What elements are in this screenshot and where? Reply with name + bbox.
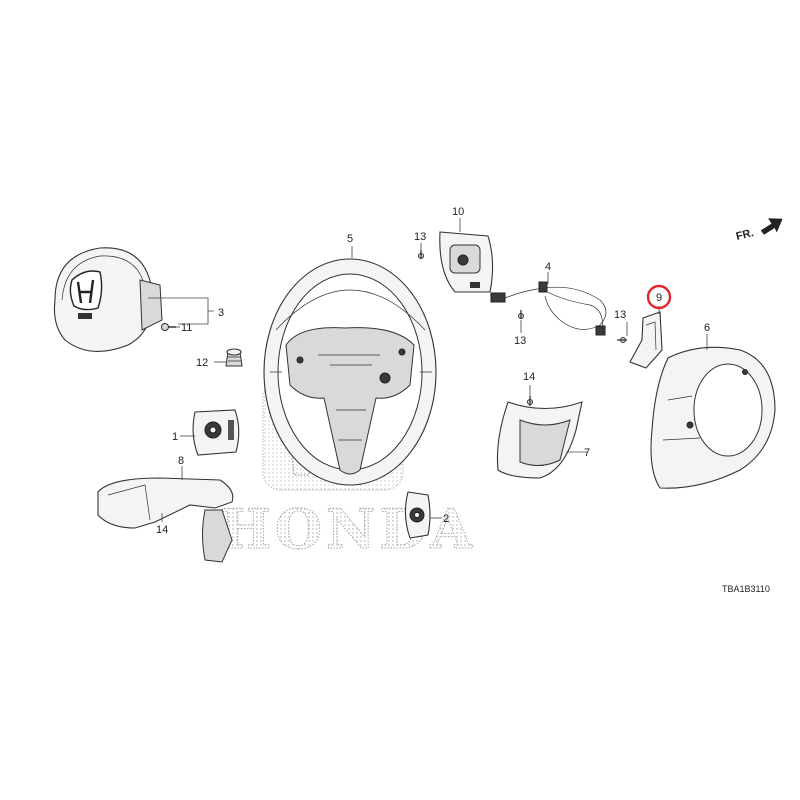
highlight-ring [646,284,672,310]
bolt-part-11[interactable] [161,323,177,331]
callout-13-mid: 13 [514,335,526,347]
callout-2: 2 [443,513,449,525]
screw-part-13-upper[interactable] [418,250,424,259]
svg-text:9: 9 [656,292,662,304]
callout-7: 7 [584,447,590,459]
callout-10: 10 [452,206,464,218]
drawing-code: TBA1B3110 [722,584,770,594]
steering-wheel-part-5[interactable] [263,258,437,486]
arrow-right-icon [760,218,783,235]
callout-13-upper: 13 [414,231,426,243]
callout-11: 11 [181,322,192,334]
honda-emblem-icon [69,270,103,311]
screw-part-13-mid[interactable] [518,310,524,319]
callout-4: 4 [545,261,551,273]
callout-14-upper: 14 [523,371,535,383]
screw-part-14-upper[interactable] [527,396,533,406]
callout-labels: 3 11 12 5 10 13 4 13 13 9 6 14 7 1 8 14 … [156,206,710,536]
callout-3: 3 [218,307,224,319]
front-direction-indicator: FR. [735,218,783,243]
right-switch-part-2[interactable] [404,491,431,539]
wire-harness-part-4[interactable] [490,281,607,336]
left-switch-part-1[interactable] [192,409,240,456]
nut-part-12[interactable] [225,348,243,367]
callout-12: 12 [196,357,208,369]
callout-1: 1 [172,431,178,443]
switch-assembly-part-10[interactable] [439,231,494,293]
rear-cover-part-6[interactable] [650,346,776,489]
lower-cover-part-8[interactable] [97,477,234,563]
callout-14-lower: 14 [156,524,168,536]
callout-13-right: 13 [614,309,626,321]
airbag-module-part-3[interactable] [53,247,163,352]
callout-9-highlighted: 9 [646,284,672,310]
callout-6: 6 [704,322,710,334]
watermark-wordmark: HONDA [220,497,476,561]
lower-garnish-part-7[interactable] [496,401,583,479]
front-label: FR. [735,227,755,243]
callout-5: 5 [347,233,353,245]
leader-lines [148,218,708,522]
bracket-part-9[interactable] [629,311,663,369]
screw-part-13-right[interactable] [617,337,627,343]
callout-8: 8 [178,455,184,467]
